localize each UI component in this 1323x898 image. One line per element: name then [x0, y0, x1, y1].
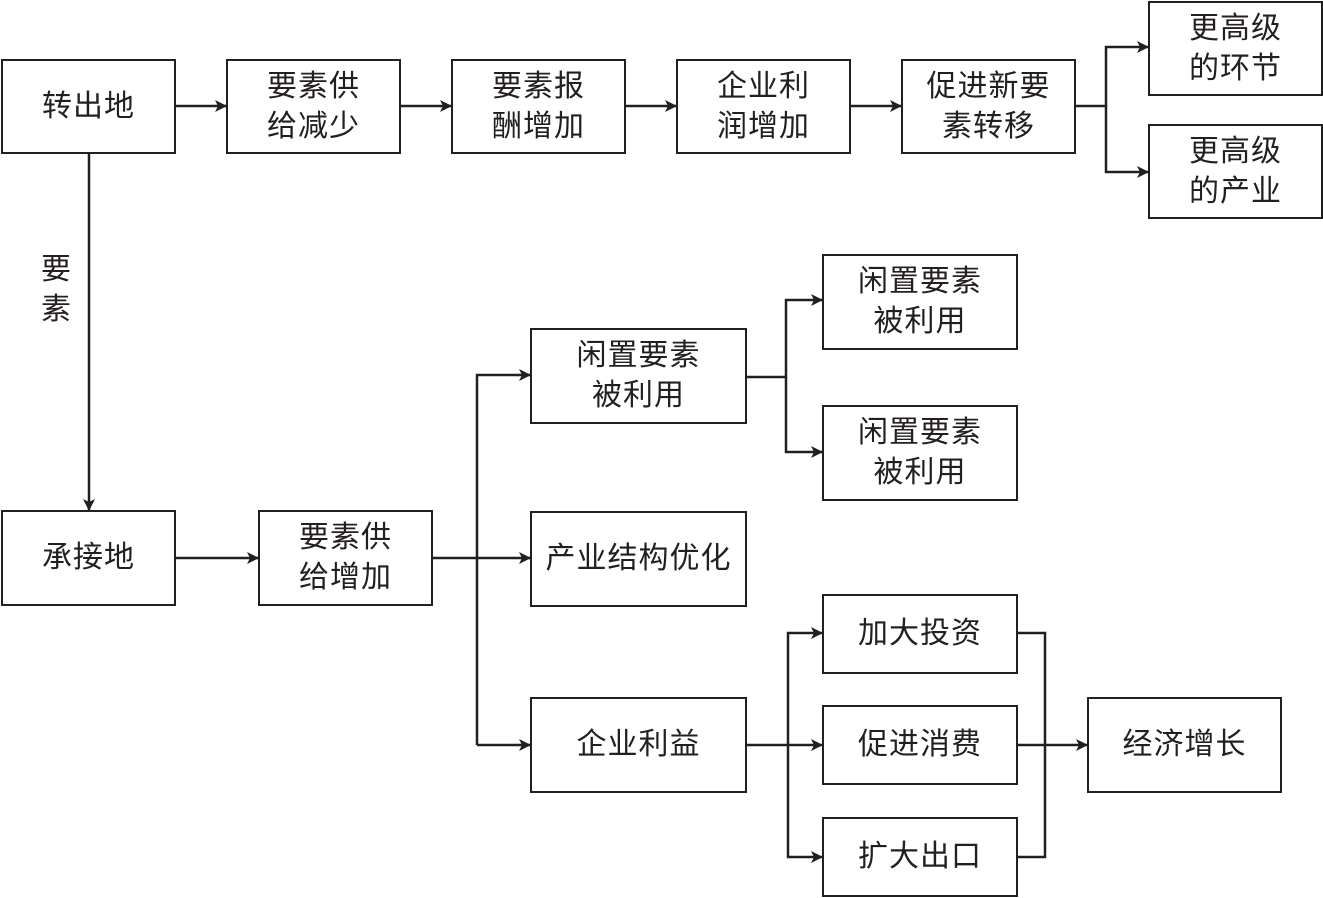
- node-expand-export: 扩大出口: [822, 817, 1018, 897]
- edge-transfer-to-higher-industry: [1104, 106, 1149, 178]
- edge-benefit-to-export: [786, 745, 823, 863]
- edge-benefit-to-investment: [786, 627, 823, 745]
- edge-idle-to-idle-a: [746, 294, 823, 379]
- node-promote-consumption: 促进消费: [822, 705, 1018, 785]
- node-idle-used-a: 闲置要素 被利用: [822, 254, 1018, 350]
- node-structure-optimization: 产业结构优化: [530, 511, 747, 607]
- node-profit-increase: 企业利 润增加: [676, 59, 851, 154]
- node-supply-increase: 要素供 给增加: [258, 510, 433, 606]
- edge-idle-to-idle-b: [784, 377, 823, 458]
- node-more-investment: 加大投资: [822, 594, 1018, 674]
- edge-supply-increase-to-idle: [475, 369, 531, 745]
- node-promote-transfer: 促进新要 素转移: [901, 59, 1076, 154]
- node-idle-used-main: 闲置要素 被利用: [530, 328, 747, 424]
- node-higher-industry: 更高级 的产业: [1148, 124, 1323, 219]
- node-idle-used-b: 闲置要素 被利用: [822, 405, 1018, 501]
- edge-transfer-to-higher-link: [1075, 41, 1149, 108]
- node-supply-decrease: 要素供 给减少: [226, 59, 401, 154]
- node-higher-link: 更高级 的环节: [1148, 1, 1323, 96]
- edge-label-elements: 要 素: [41, 252, 71, 327]
- node-enterprise-benefit: 企业利益: [530, 697, 747, 793]
- node-economic-growth: 经济增长: [1087, 697, 1282, 793]
- node-source-region: 转出地: [1, 59, 176, 154]
- node-receiving-region: 承接地: [1, 510, 176, 606]
- node-reward-increase: 要素报 酬增加: [451, 59, 626, 154]
